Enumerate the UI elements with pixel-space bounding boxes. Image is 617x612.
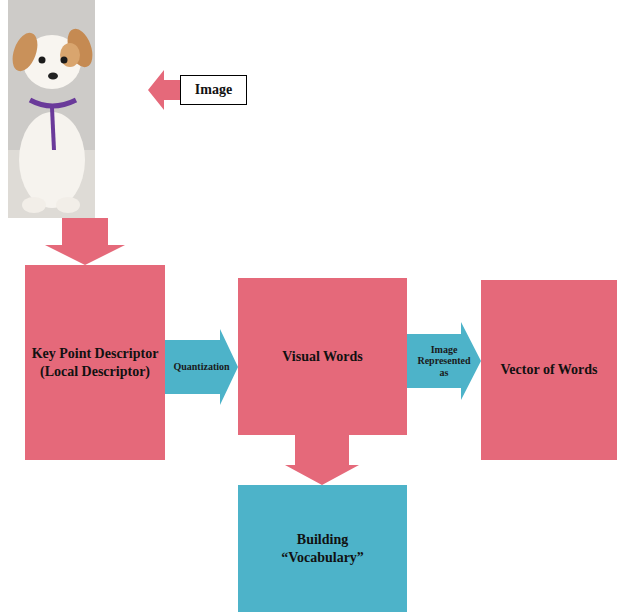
process-box: Vector of Words [481, 280, 617, 460]
process-box: Key Point Descriptor (Local Descriptor) [25, 265, 165, 460]
flow-arrow [45, 218, 125, 265]
edge-label: Quantization [173, 361, 229, 373]
box-text: Image [195, 81, 232, 99]
block-arrow [165, 329, 238, 405]
box-text: Building “Vocabulary” [268, 531, 378, 566]
caption-box: Image [180, 75, 247, 105]
box-text: Key Point Descriptor (Local Descriptor) [29, 345, 161, 380]
box-text: Visual Words [282, 348, 363, 366]
pointer-arrow [148, 70, 180, 110]
box-text: Vector of Words [501, 361, 598, 379]
edge-label: Image Represented as [413, 344, 475, 379]
process-box: Building “Vocabulary” [238, 485, 407, 612]
process-box: Visual Words [238, 278, 407, 435]
block-arrow [407, 322, 481, 400]
block-arrow [285, 435, 359, 485]
puppy-photo [8, 0, 97, 218]
